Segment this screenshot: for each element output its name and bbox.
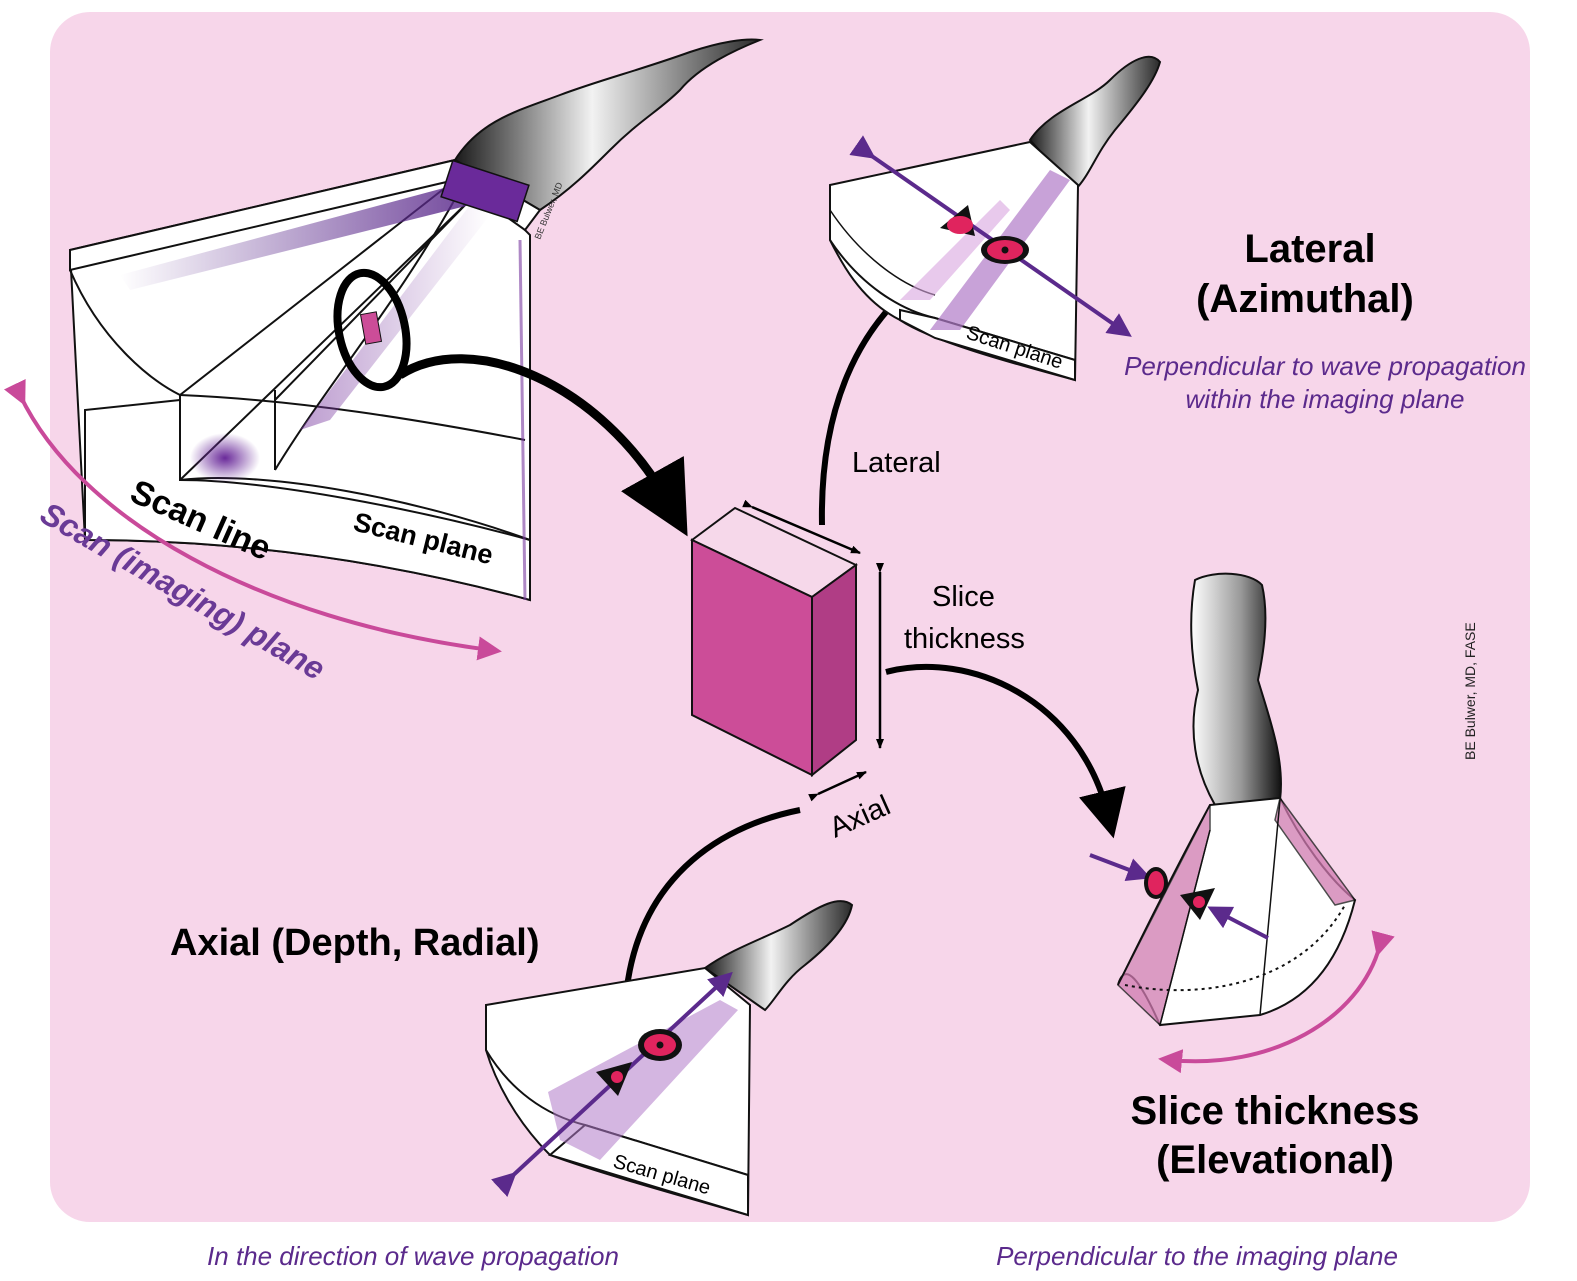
- lateral-title-line2: (Azimuthal): [1196, 277, 1414, 321]
- lateral-desc-line2: within the imaging plane: [1186, 384, 1465, 414]
- axial-desc: In the direction of wave propagation: [207, 1241, 619, 1271]
- slice-title-line2: (Elevational): [1156, 1138, 1394, 1182]
- credit-vertical: BE Bulwer, MD, FASE: [1462, 622, 1478, 760]
- axial-title: Axial (Depth, Radial): [170, 922, 540, 964]
- slice-arrow-label-line1: Slice: [932, 581, 995, 613]
- lateral-arrow-label: Lateral: [852, 447, 941, 479]
- lateral-title-line1: Lateral: [1244, 227, 1375, 271]
- slice-arrow-label-line2: thickness: [904, 623, 1025, 655]
- slice-title-line1: Slice thickness: [1130, 1089, 1419, 1133]
- slice-desc: Perpendicular to the imaging plane: [996, 1241, 1398, 1271]
- lateral-desc-line1: Perpendicular to wave propagation: [1124, 351, 1526, 381]
